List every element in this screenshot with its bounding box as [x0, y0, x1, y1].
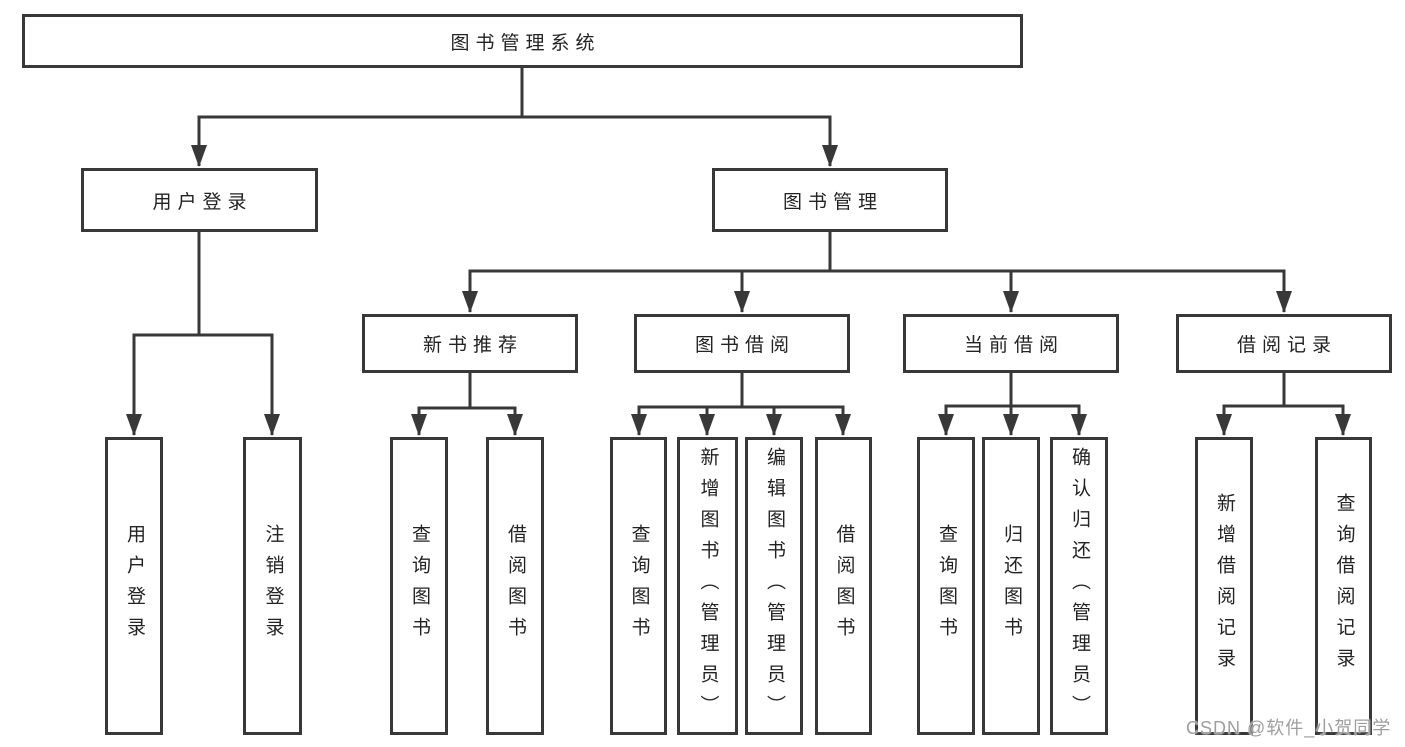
leaf-label: 注销登录 — [262, 524, 284, 648]
node-label: 当前借阅 — [963, 335, 1064, 356]
leaf-add-borrow-record: 新增借阅记录 — [1195, 437, 1253, 735]
leaf-label: 借阅图书 — [504, 524, 526, 648]
leaf-label: 新增图书（管理员） — [697, 446, 719, 726]
leaf-edit-books-admin: 编辑图书（管理员） — [745, 437, 803, 735]
node-label: 用户登录 — [152, 191, 253, 213]
leaf-label: 查询图书 — [935, 524, 957, 648]
leaf-label: 确认归还（管理员） — [1068, 446, 1090, 726]
node-book-borrowing: 图书借阅 — [634, 314, 850, 373]
leaf-label: 编辑图书（管理员） — [763, 446, 785, 726]
node-label: 借阅记录 — [1236, 335, 1337, 356]
leaf-query-borrow-record: 查询借阅记录 — [1315, 437, 1372, 735]
node-label: 图书管理 — [782, 191, 883, 213]
leaf-user-login: 用户登录 — [105, 437, 163, 735]
node-label: 图书借阅 — [694, 335, 795, 356]
leaf-label: 查询图书 — [628, 524, 650, 648]
node-user-login-group: 用户登录 — [81, 168, 318, 232]
leaf-query-books-3: 查询图书 — [917, 437, 975, 735]
leaf-borrow-books-1: 借阅图书 — [486, 437, 544, 735]
node-borrowing-records: 借阅记录 — [1176, 314, 1392, 373]
leaf-return-books: 归还图书 — [982, 437, 1040, 735]
leaf-label: 借阅图书 — [833, 524, 855, 648]
leaf-label: 用户登录 — [123, 524, 145, 648]
node-current-borrowing: 当前借阅 — [903, 314, 1119, 373]
leaf-query-books-1: 查询图书 — [390, 437, 448, 735]
leaf-borrow-books-2: 借阅图书 — [815, 437, 872, 735]
node-root-label: 图书管理系统 — [450, 32, 601, 54]
watermark: CSDN @软件_小贺同学 — [1186, 718, 1392, 738]
node-new-book-recommend: 新书推荐 — [362, 314, 578, 373]
leaf-query-books-2: 查询图书 — [610, 437, 667, 735]
leaf-label: 归还图书 — [1000, 524, 1022, 648]
node-label: 新书推荐 — [422, 335, 523, 356]
leaf-label: 新增借阅记录 — [1213, 493, 1235, 679]
leaf-confirm-return-admin: 确认归还（管理员） — [1050, 437, 1108, 735]
leaf-logout: 注销登录 — [243, 437, 302, 735]
leaf-label: 查询图书 — [408, 524, 430, 648]
node-root: 图书管理系统 — [22, 14, 1023, 68]
node-book-management: 图书管理 — [712, 168, 948, 232]
leaf-add-books-admin: 新增图书（管理员） — [677, 437, 738, 735]
leaf-label: 查询借阅记录 — [1333, 493, 1355, 679]
